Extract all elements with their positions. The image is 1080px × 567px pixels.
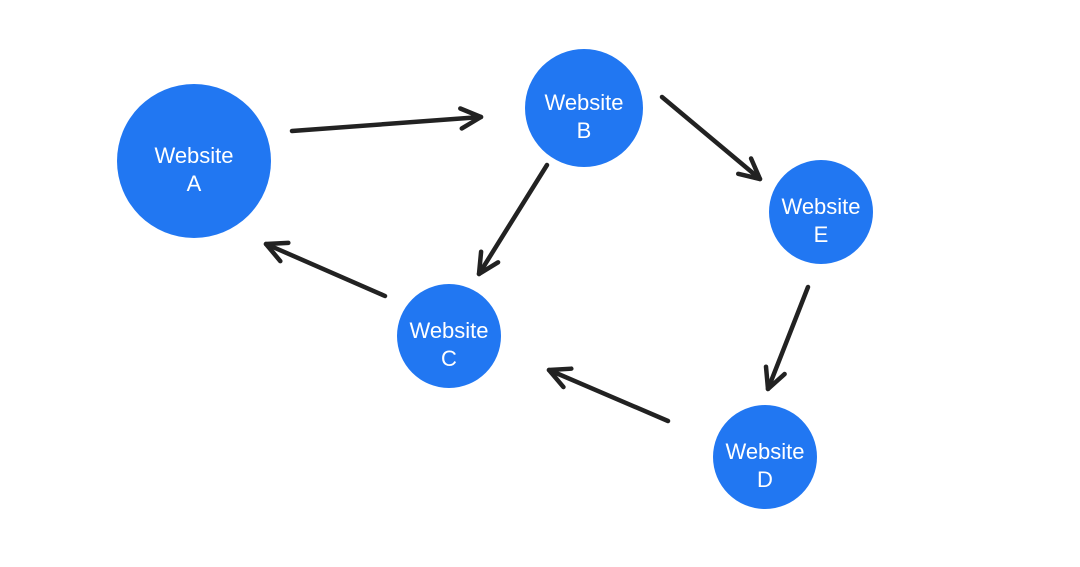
edge-e-to-d[interactable]	[763, 284, 811, 392]
node-circle-b[interactable]	[525, 49, 643, 167]
edge-d-to-c[interactable]	[546, 366, 671, 424]
edge-b-to-c[interactable]	[476, 162, 550, 277]
node-circle-c[interactable]	[397, 284, 501, 388]
node-circle-e[interactable]	[769, 160, 873, 264]
node-circle-d[interactable]	[713, 405, 817, 509]
edge-c-to-a[interactable]	[263, 240, 388, 299]
edge-a-to-b[interactable]	[289, 106, 484, 134]
edge-b-to-e[interactable]	[659, 94, 763, 182]
node-circle-a[interactable]	[117, 84, 271, 238]
